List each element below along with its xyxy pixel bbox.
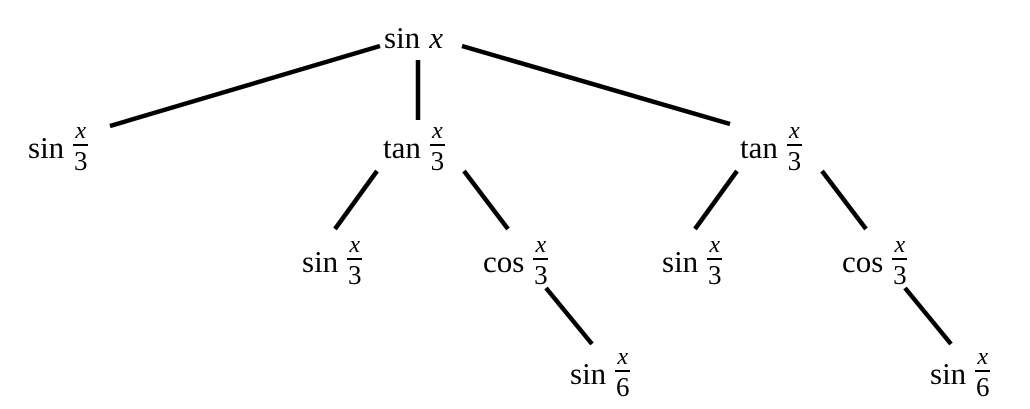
function-name: sin xyxy=(930,356,967,392)
fraction-bar xyxy=(786,143,802,146)
function-name: sin xyxy=(570,356,607,392)
function-name: cos xyxy=(842,244,884,280)
node-root-sin-x: sin x xyxy=(384,22,443,53)
fraction-denominator: 3 xyxy=(707,259,722,290)
edge-root-to-sin-x3 xyxy=(109,43,381,129)
fraction-denominator: 6 xyxy=(615,371,630,402)
edge-cos-right-to-sin-x6 xyxy=(903,286,953,346)
fraction-bar xyxy=(73,143,89,146)
edge-tan-right-to-cos-x3 xyxy=(820,169,868,231)
fraction: x 3 xyxy=(786,118,802,176)
node-sin-x-over-6-left: sin x 6 xyxy=(570,344,631,402)
fraction-denominator: 3 xyxy=(787,145,802,176)
variable: x xyxy=(429,20,443,55)
fraction-bar xyxy=(975,369,991,372)
fraction-denominator: 3 xyxy=(534,259,548,290)
fraction: x 3 xyxy=(707,232,723,290)
node-sin-x-over-3-left-child: sin x 3 xyxy=(302,232,363,290)
fraction-numerator: x xyxy=(535,232,547,258)
node-sin-x-over-3: sin x 3 xyxy=(28,118,89,176)
function-name: cos xyxy=(483,244,525,280)
fraction-numerator: x xyxy=(894,232,906,258)
fraction-numerator: x xyxy=(349,232,361,258)
edge-tan-left-to-cos-x3 xyxy=(462,169,510,231)
fraction-bar xyxy=(347,257,363,260)
fraction-denominator: 3 xyxy=(73,145,88,176)
node-tan-x-over-3-left: tan x 3 xyxy=(383,118,445,176)
fraction-bar xyxy=(707,257,723,260)
function-name: tan xyxy=(740,130,778,166)
fraction-numerator: x xyxy=(977,344,989,370)
fraction-bar xyxy=(429,143,445,146)
function-name: sin xyxy=(662,244,699,280)
node-cos-x-over-3-left: cos x 3 xyxy=(483,232,549,290)
fraction-bar xyxy=(892,257,908,260)
edge-root-to-tan-x3-right xyxy=(461,43,731,127)
node-sin-x-over-3-right-child: sin x 3 xyxy=(662,232,723,290)
fraction-numerator: x xyxy=(789,118,800,144)
fraction-denominator: 3 xyxy=(347,259,362,290)
fraction-bar xyxy=(615,369,631,372)
fraction-denominator: 3 xyxy=(430,145,445,176)
node-sin-x-over-6-right: sin x 6 xyxy=(930,344,991,402)
function-name: sin xyxy=(384,20,421,55)
node-tan-x-over-3-right: tan x 3 xyxy=(740,118,802,176)
fraction-bar xyxy=(533,257,549,260)
fraction: x 3 xyxy=(429,118,445,176)
fraction-numerator: x xyxy=(617,344,629,370)
fraction-numerator: x xyxy=(75,118,87,144)
fraction-denominator: 6 xyxy=(975,371,990,402)
edge-tan-left-to-sin-x3 xyxy=(333,169,379,231)
fraction: x 6 xyxy=(975,344,991,402)
fraction: x 3 xyxy=(73,118,89,176)
function-name: sin xyxy=(28,130,65,166)
function-name: tan xyxy=(383,130,421,166)
node-cos-x-over-3-right: cos x 3 xyxy=(842,232,908,290)
fraction: x 6 xyxy=(615,344,631,402)
fraction: x 3 xyxy=(347,232,363,290)
fraction-denominator: 3 xyxy=(893,259,907,290)
fraction-numerator: x xyxy=(432,118,443,144)
edge-tan-right-to-sin-x3 xyxy=(693,169,739,231)
fraction-numerator: x xyxy=(709,232,721,258)
fraction: x 3 xyxy=(892,232,908,290)
function-name: sin xyxy=(302,244,339,280)
edge-cos-left-to-sin-x6 xyxy=(544,286,594,346)
fraction: x 3 xyxy=(533,232,549,290)
